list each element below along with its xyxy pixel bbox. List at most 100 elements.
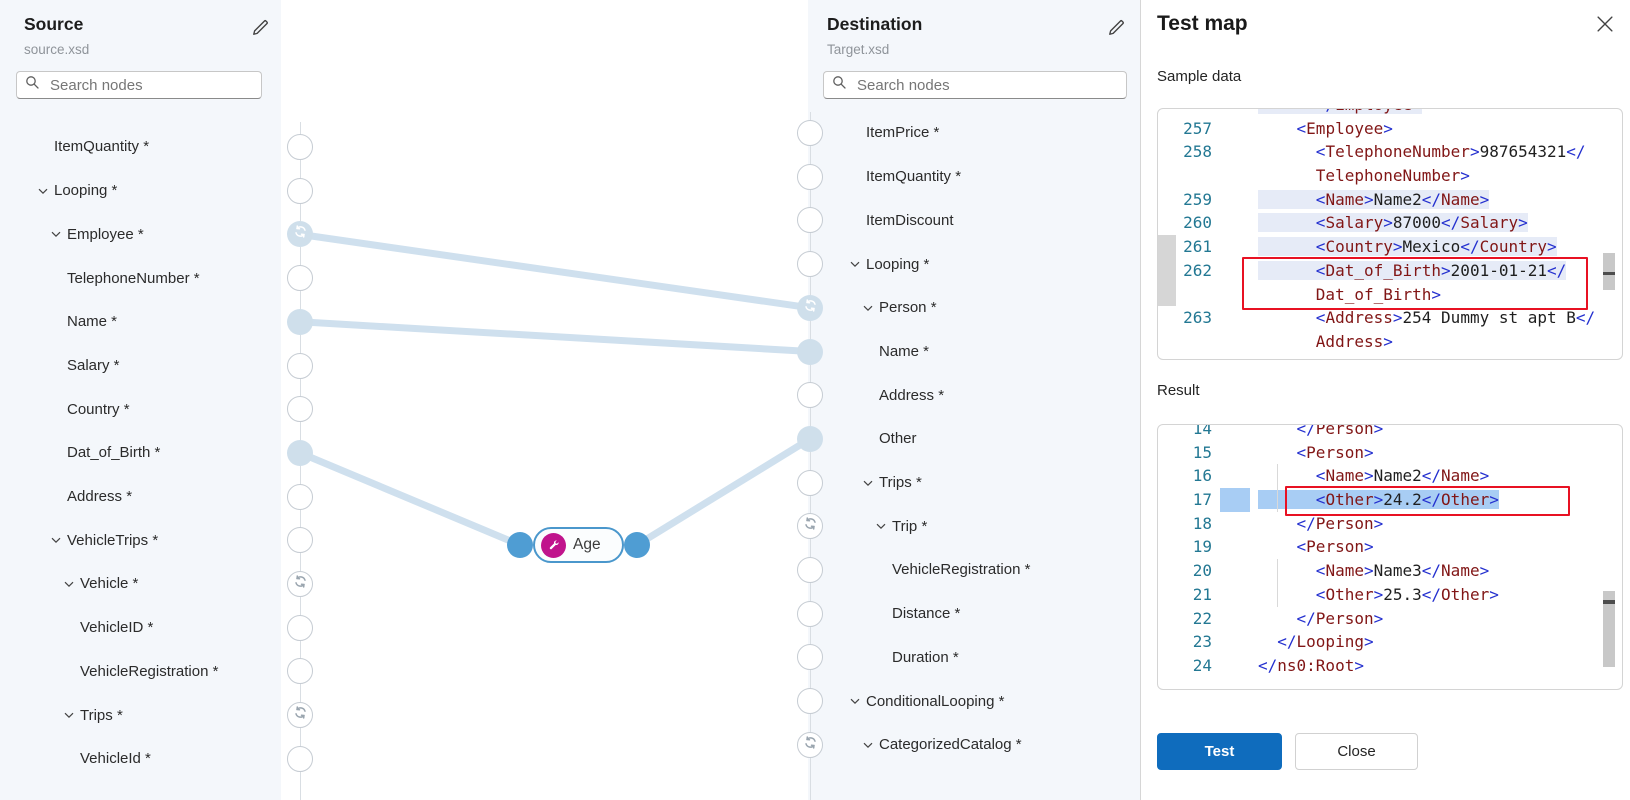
connector-conditionallooping[interactable] — [797, 688, 823, 715]
chevron-down-icon[interactable] — [862, 302, 879, 314]
connection-line[interactable] — [296, 230, 814, 312]
tree-node-name[interactable]: Name * — [0, 300, 281, 344]
chevron-down-icon[interactable] — [37, 185, 54, 197]
tree-node-conditionallooping[interactable]: ConditionalLooping * — [808, 679, 1140, 723]
tree-node-address[interactable]: Address * — [808, 373, 1140, 417]
connector-person[interactable] — [797, 294, 823, 321]
tree-node-dat-of-birth[interactable]: Dat_of_Birth * — [0, 431, 281, 475]
function-input-handle[interactable] — [507, 532, 533, 558]
connector-itemdiscount[interactable] — [797, 207, 823, 234]
connection-line[interactable] — [296, 449, 524, 549]
connector-vehicleregistration[interactable] — [287, 658, 313, 685]
tree-node-vehicletrips[interactable]: VehicleTrips * — [0, 518, 281, 562]
code-line-wrap: </Employee> — [1158, 109, 1622, 117]
connector-distance[interactable] — [797, 600, 823, 627]
tree-node-looping[interactable]: Looping * — [808, 242, 1140, 286]
scrollbar-thumb[interactable] — [1603, 253, 1615, 290]
tree-node-address[interactable]: Address * — [0, 475, 281, 519]
tree-node-telephonenumber[interactable]: TelephoneNumber * — [0, 256, 281, 300]
tree-node-trip[interactable]: Trip * — [808, 504, 1140, 548]
tree-node-trips[interactable]: Trips * — [0, 693, 281, 737]
tree-node-itemprice[interactable]: ItemPrice * — [808, 111, 1140, 155]
chevron-down-icon[interactable] — [849, 258, 866, 270]
tree-node-country[interactable]: Country * — [0, 387, 281, 431]
edit-source-schema-button[interactable] — [248, 16, 272, 40]
line-number — [1176, 330, 1220, 354]
tree-node-person[interactable]: Person * — [808, 286, 1140, 330]
connector-vehicletrips[interactable] — [287, 527, 313, 554]
connector-dat-of-birth[interactable] — [287, 439, 313, 466]
source-search-box[interactable] — [16, 71, 262, 99]
connector-itemquantity[interactable] — [797, 163, 823, 190]
connector-vehicleid[interactable] — [287, 745, 313, 772]
connector-duration[interactable] — [797, 644, 823, 671]
function-output-handle[interactable] — [624, 532, 650, 558]
chevron-down-icon[interactable] — [63, 709, 80, 721]
chevron-down-icon[interactable] — [50, 228, 67, 240]
connector-salary[interactable] — [287, 352, 313, 379]
source-search-input[interactable] — [48, 75, 253, 95]
connector-trips[interactable] — [287, 702, 313, 729]
connector-name[interactable] — [797, 338, 823, 365]
tree-node-itemquantity[interactable]: ItemQuantity * — [0, 125, 281, 169]
result-editor[interactable]: 14 </Person>15 <Person>16 <Name>Name2</N… — [1157, 424, 1623, 690]
tree-node-vehicle[interactable]: Vehicle * — [0, 562, 281, 606]
tree-node-vehicleid[interactable]: VehicleID * — [0, 606, 281, 650]
connection-line[interactable] — [633, 435, 814, 549]
code-line-wrap: Address> — [1158, 330, 1622, 354]
tree-node-looping[interactable]: Looping * — [0, 169, 281, 213]
tree-node-salary[interactable]: Salary * — [0, 344, 281, 388]
tree-node-trips[interactable]: Trips * — [808, 461, 1140, 505]
connector-looping[interactable] — [797, 251, 823, 278]
destination-search-input[interactable] — [855, 75, 1118, 95]
tree-node-label: VehicleRegistration * — [80, 662, 219, 680]
edit-destination-schema-button[interactable] — [1104, 16, 1128, 40]
tree-node-employee[interactable]: Employee * — [0, 213, 281, 257]
connection-line[interactable] — [296, 318, 814, 355]
chevron-down-icon[interactable] — [63, 578, 80, 590]
destination-search-box[interactable] — [823, 71, 1127, 99]
chevron-down-icon[interactable] — [862, 477, 879, 489]
tree-node-vehicleregistration[interactable]: VehicleRegistration * — [808, 548, 1140, 592]
code-line-257: 257 <Employee> — [1158, 117, 1622, 141]
line-number: 21 — [1192, 584, 1212, 604]
connector-address[interactable] — [797, 382, 823, 409]
tree-node-categorizedcatalog[interactable]: CategorizedCatalog * — [808, 723, 1140, 767]
line-number: 20 — [1192, 561, 1212, 581]
connector-looping[interactable] — [287, 177, 313, 204]
tree-node-itemquantity[interactable]: ItemQuantity * — [808, 155, 1140, 199]
tree-node-name[interactable]: Name * — [808, 330, 1140, 374]
sample-data-editor[interactable]: </Employee>257 <Employee>258 <TelephoneN… — [1157, 108, 1623, 360]
connector-other[interactable] — [797, 425, 823, 452]
connector-itemquantity[interactable] — [287, 134, 313, 160]
connector-vehicle[interactable] — [287, 571, 313, 597]
scrollbar-thumb[interactable] — [1603, 591, 1615, 667]
connector-employee[interactable] — [287, 221, 313, 248]
chevron-down-icon[interactable] — [849, 695, 866, 707]
chevron-down-icon[interactable] — [862, 739, 879, 751]
connector-trip[interactable] — [797, 513, 823, 540]
tree-node-other[interactable]: Other — [808, 417, 1140, 461]
tree-node-itemdiscount[interactable]: ItemDiscount — [808, 199, 1140, 243]
close-button[interactable]: Close — [1295, 733, 1418, 770]
chevron-down-icon[interactable] — [50, 534, 67, 546]
tree-node-distance[interactable]: Distance * — [808, 592, 1140, 636]
connector-name[interactable] — [287, 308, 313, 335]
connector-country[interactable] — [287, 396, 313, 423]
connector-vehicleregistration[interactable] — [797, 557, 823, 583]
connector-categorizedcatalog[interactable] — [797, 731, 823, 758]
test-button[interactable]: Test — [1157, 733, 1282, 770]
code-line-14: 14 </Person> — [1158, 425, 1622, 441]
connector-telephonenumber[interactable] — [287, 265, 313, 292]
connector-vehicleid[interactable] — [287, 614, 313, 641]
connector-address[interactable] — [287, 483, 313, 510]
tree-node-vehicleregistration[interactable]: VehicleRegistration * — [0, 650, 281, 694]
function-node-age[interactable]: Age — [507, 527, 650, 563]
chevron-down-icon[interactable] — [875, 520, 892, 532]
tree-node-vehicleid[interactable]: VehicleId * — [0, 737, 281, 781]
tree-node-duration[interactable]: Duration * — [808, 636, 1140, 680]
connector-itemprice[interactable] — [797, 120, 823, 146]
connector-trips[interactable] — [797, 469, 823, 496]
close-panel-button[interactable] — [1593, 12, 1617, 36]
line-number — [1176, 109, 1220, 117]
